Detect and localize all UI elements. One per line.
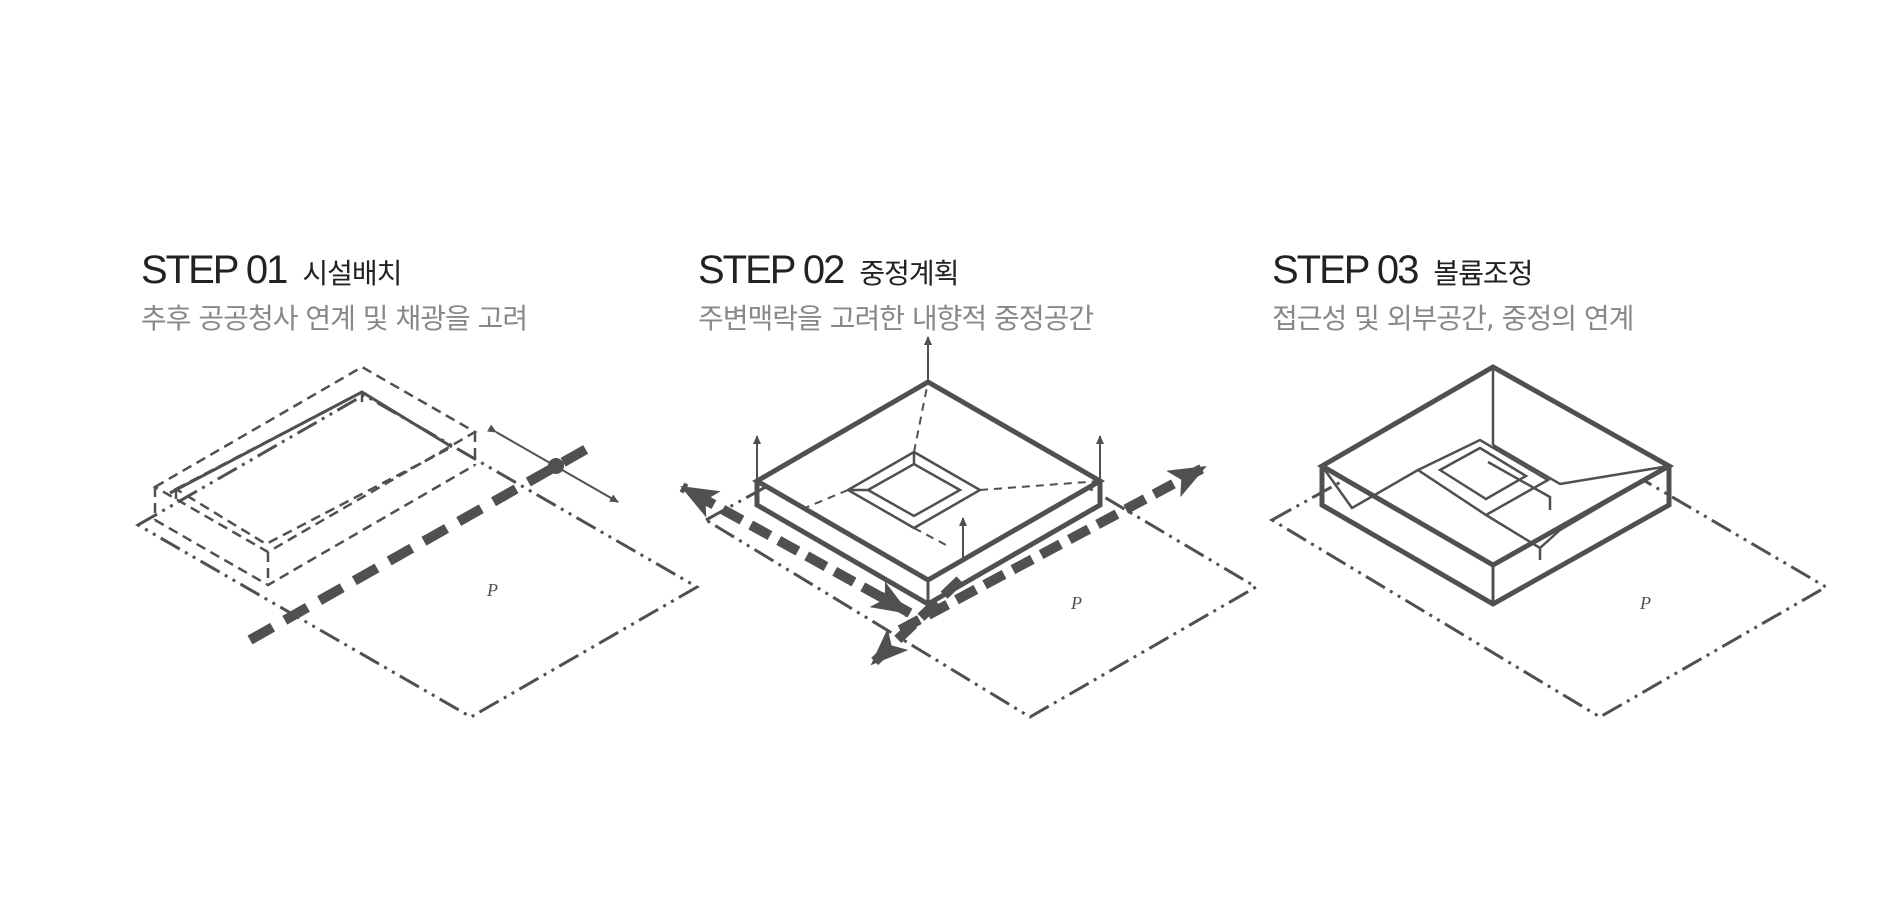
step-01-diagram [134, 365, 701, 719]
step-01-label: STEP 01 [141, 248, 288, 292]
step-03-title: 볼륨조정 [1433, 257, 1533, 290]
step-03-label: STEP 03 [1272, 248, 1419, 292]
light-arrow [487, 424, 619, 503]
step-02-heading: STEP 02 중정계획 [698, 248, 959, 293]
axis-line [247, 442, 593, 645]
parking-mark-1: P [486, 580, 498, 600]
step-02-title: 중정계획 [859, 257, 959, 290]
step-01-heading: STEP 01 시설배치 [141, 248, 402, 293]
step-03-diagram [1268, 364, 1829, 719]
flow-arrow-down [869, 581, 911, 618]
step-01-title: 시설배치 [302, 257, 402, 290]
building-edge [169, 390, 453, 495]
step-01-subtitle: 추후 공공청사 연계 및 채광을 고려 [141, 302, 528, 335]
site-boundary [703, 393, 1259, 719]
step-03-subtitle: 접근성 및 외부공간, 중정의 연계 [1272, 302, 1634, 335]
adjusted-volume [1317, 364, 1675, 607]
step-02-subtitle: 주변맥락을 고려한 내향적 중정공간 [698, 302, 1094, 335]
step-02-diagram [679, 336, 1259, 719]
site-boundary [134, 393, 701, 719]
parking-mark-3: P [1639, 593, 1651, 613]
flow-arrow-right [897, 462, 1208, 635]
courtyard-block [752, 379, 1106, 607]
site-boundary [1268, 393, 1829, 719]
step-02-label: STEP 02 [698, 248, 845, 292]
parking-mark-2: P [1070, 593, 1082, 613]
step-03-heading: STEP 03 볼륨조정 [1272, 248, 1533, 293]
